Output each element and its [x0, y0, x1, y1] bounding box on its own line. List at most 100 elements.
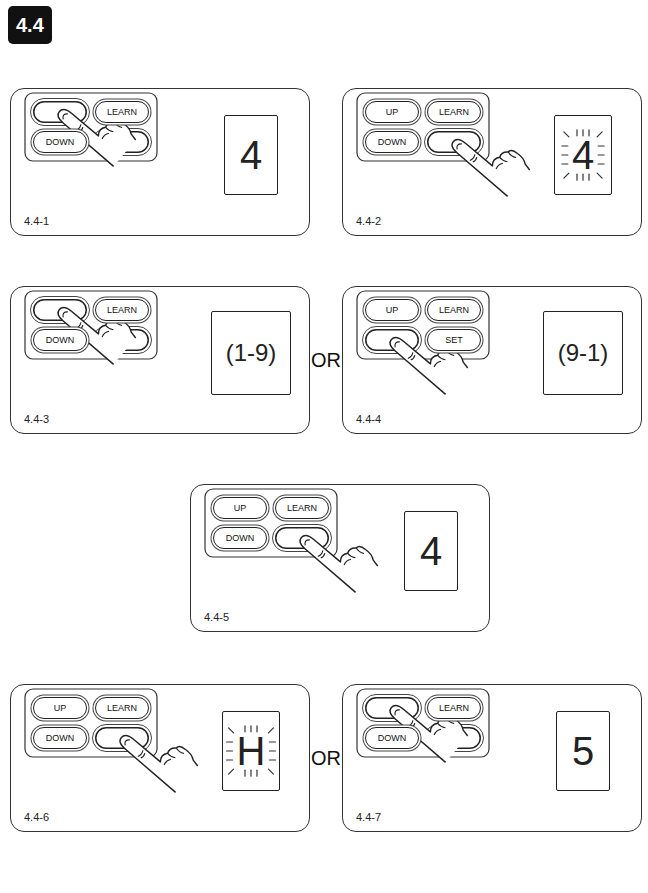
- button-label: LEARN: [107, 306, 137, 315]
- flash-mark: [564, 132, 569, 137]
- keypad-button: DOWN: [365, 727, 419, 749]
- keypad-button: UP: [33, 697, 87, 719]
- flash-mark: [256, 770, 257, 776]
- button-label: DOWN: [378, 734, 407, 743]
- keypad-button: DOWN: [365, 131, 419, 153]
- button-label: DOWN: [46, 336, 75, 345]
- step-panel: 4.4-6 UP LEARN DOWN H: [10, 684, 310, 832]
- pressing-hand: [387, 315, 471, 394]
- display-window: 4: [224, 115, 278, 195]
- step-panel: 4.4-3 LEARN DOWN (1-9): [10, 286, 310, 434]
- button-label: UP: [386, 108, 399, 117]
- flash-mark: [598, 145, 604, 146]
- section-badge: 4.4: [8, 6, 52, 44]
- flash-mark: [244, 770, 245, 776]
- button-label: SET: [445, 336, 463, 345]
- pressing-hand: [449, 117, 533, 196]
- display-window: (9-1): [543, 311, 623, 395]
- keypad-button: LEARN: [427, 697, 481, 719]
- flash-mark: [269, 741, 275, 742]
- button-label: LEARN: [107, 704, 137, 713]
- display-readout: 4: [420, 531, 442, 571]
- keypad-button: UP: [365, 299, 419, 321]
- button-label: LEARN: [439, 704, 469, 713]
- pressing-hand: [387, 683, 471, 762]
- step-panel: 4.4-7 LEARN DOWN 5: [342, 684, 642, 832]
- flash-mark: [250, 770, 251, 776]
- alternative-word: OR: [311, 748, 341, 768]
- flash-mark: [562, 154, 568, 155]
- display-readout: 4: [572, 135, 594, 175]
- button-label: DOWN: [226, 534, 255, 543]
- flash-mark: [582, 174, 583, 180]
- display-readout: H: [237, 731, 266, 771]
- flash-mark: [562, 163, 568, 164]
- keypad-button: SET: [427, 329, 481, 351]
- button-label: DOWN: [378, 138, 407, 147]
- flash-mark: [227, 750, 233, 751]
- keypad-button: LEARN: [95, 299, 149, 321]
- flash-mark: [229, 728, 234, 733]
- keypad-button: LEARN: [95, 101, 149, 123]
- display-readout: (1-9): [226, 341, 277, 365]
- keypad-button: DOWN: [213, 527, 267, 549]
- keypad-button: LEARN: [427, 299, 481, 321]
- display-window: H: [222, 711, 280, 791]
- panel-number: 4.4-7: [356, 811, 381, 823]
- keypad-button: DOWN: [33, 727, 87, 749]
- step-panel: 4.4-5 UP LEARN DOWN 4: [190, 484, 490, 632]
- keypad-button: UP: [365, 101, 419, 123]
- keypad-button: LEARN: [275, 497, 329, 519]
- flash-mark: [269, 750, 275, 751]
- display-window: 5: [556, 711, 610, 791]
- flash-mark: [227, 741, 233, 742]
- button-label: LEARN: [287, 504, 317, 513]
- flash-mark: [597, 132, 602, 137]
- flash-mark: [564, 173, 569, 178]
- panel-number: 4.4-2: [356, 215, 381, 227]
- keypad-button: UP: [213, 497, 267, 519]
- button-label: DOWN: [46, 734, 75, 743]
- display-window: 4: [554, 115, 612, 195]
- illustration-group: [25, 87, 604, 792]
- panel-number: 4.4-4: [356, 413, 381, 425]
- flash-mark: [268, 769, 273, 774]
- flash-mark: [229, 769, 234, 774]
- flash-mark: [598, 163, 604, 164]
- button-label: LEARN: [439, 108, 469, 117]
- keypad-button: LEARN: [427, 101, 481, 123]
- panel-number: 4.4-1: [24, 215, 49, 227]
- step-panel: 4.4-1 LEARN DOWN 4: [10, 88, 310, 236]
- pressing-hand: [55, 87, 139, 166]
- flash-mark: [597, 173, 602, 178]
- button-label: LEARN: [107, 108, 137, 117]
- display-readout: 4: [240, 135, 262, 175]
- button-label: UP: [234, 504, 247, 513]
- flash-mark: [268, 728, 273, 733]
- display-readout: (9-1): [558, 341, 609, 365]
- display-window: 4: [404, 511, 458, 591]
- step-panel: 4.4-4 UP LEARN SET (9-1): [342, 286, 642, 434]
- keypad-housing: [25, 291, 157, 359]
- keypad-housing: [357, 689, 489, 757]
- button-label: UP: [54, 704, 67, 713]
- flash-mark: [227, 759, 233, 760]
- panel-number: 4.4-5: [204, 611, 229, 623]
- button-label: LEARN: [439, 306, 469, 315]
- panel-number: 4.4-6: [24, 811, 49, 823]
- keypad-housing: [25, 93, 157, 161]
- keypad-housing: [357, 291, 489, 359]
- button-label: UP: [386, 306, 399, 315]
- flash-mark: [576, 174, 577, 180]
- flash-mark: [598, 154, 604, 155]
- pressing-hand: [117, 713, 201, 792]
- alternative-word: OR: [311, 350, 341, 370]
- flash-mark: [562, 145, 568, 146]
- keypad-button: DOWN: [33, 131, 87, 153]
- display-window: (1-9): [211, 311, 291, 395]
- panel-number: 4.4-3: [24, 413, 49, 425]
- flash-mark: [269, 759, 275, 760]
- step-panel: 4.4-2 UP LEARN DOWN 4: [342, 88, 642, 236]
- flash-mark: [588, 174, 589, 180]
